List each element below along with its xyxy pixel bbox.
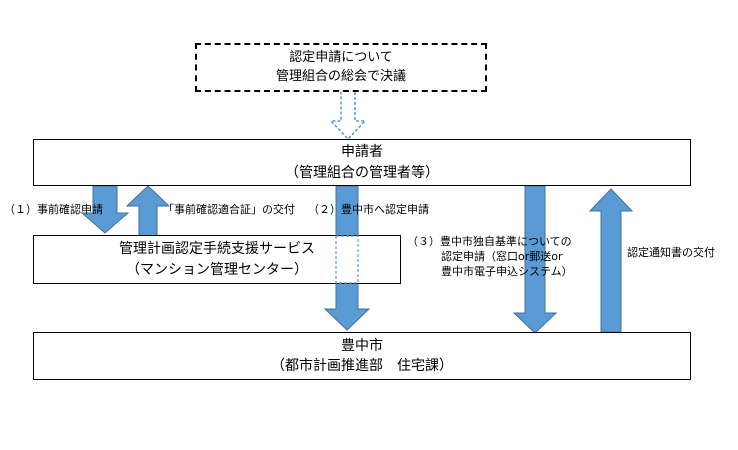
certificate-label: 「事前確認適合証」の交付	[163, 203, 295, 216]
resolution-line-1: 認定申請について	[289, 49, 393, 65]
resolution-line-2: 管理組合の総会で決議	[275, 68, 406, 84]
step3-label-line-3: 豊中市電子申込システム）	[441, 265, 573, 279]
step3-label-line-1: （３）豊中市独自基準についての	[407, 235, 572, 248]
applicant-box: 申請者 （管理組合の管理者等）	[33, 139, 691, 186]
resolution-arrow	[329, 90, 367, 141]
applicant-line-2: （管理組合の管理者等）	[285, 164, 439, 181]
city-line-2: （都市計画推進部 住宅課）	[271, 358, 453, 374]
step3-label-line-2: 認定申請（窓口or郵送or	[441, 250, 563, 264]
support-line-2: （マンション管理センター）	[126, 261, 308, 278]
resolution-box: 認定申請について 管理組合の総会で決議	[195, 43, 487, 92]
notice-label: 認定通知書の交付	[627, 246, 715, 259]
support-service-box: 管理計画認定手続支援サービス （マンション管理センター）	[33, 235, 401, 284]
applicant-line-1: 申請者	[341, 144, 383, 161]
city-box: 豊中市 （都市計画推進部 住宅課）	[33, 332, 691, 380]
precheck-request-arrow	[80, 185, 130, 234]
step2-label: （２）豊中市へ認定申請	[308, 203, 429, 216]
city-line-1: 豊中市	[341, 337, 383, 354]
local-standard-application-arrow	[512, 185, 558, 334]
step3-label: （３）豊中市独自基準についての 認定申請（窓口or郵送or 豊中市電子申込システ…	[407, 234, 573, 280]
support-line-1: 管理計画認定手続支援サービス	[119, 241, 315, 258]
step1-label: （１）事前確認申請	[4, 203, 103, 216]
notice-issue-arrow	[588, 188, 634, 333]
